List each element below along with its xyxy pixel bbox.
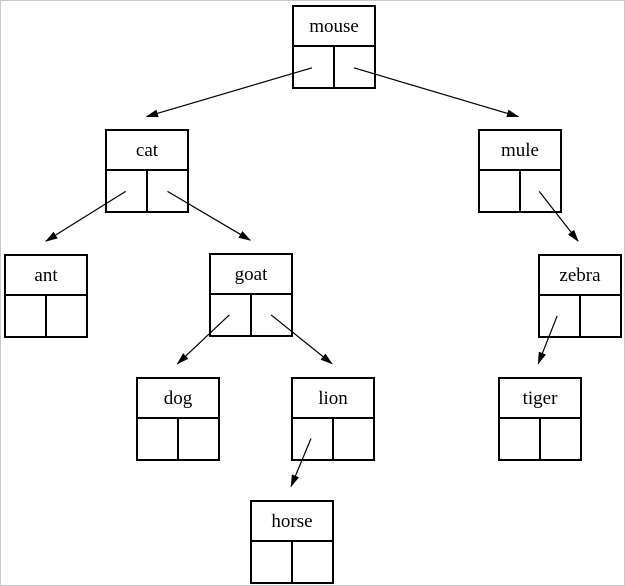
tree-node-ant: ant <box>4 254 88 338</box>
left-pointer-cell <box>540 296 581 336</box>
tree-node-tiger: tiger <box>498 377 582 461</box>
left-pointer-cell <box>252 542 293 582</box>
right-pointer-cell <box>252 295 291 335</box>
left-pointer-cell <box>500 419 541 459</box>
left-pointer-cell <box>480 171 521 211</box>
pointer-row <box>500 419 580 459</box>
node-label: lion <box>293 379 373 419</box>
node-label: ant <box>6 256 86 296</box>
right-pointer-cell <box>293 542 332 582</box>
pointer-row <box>211 295 291 335</box>
pointer-row <box>138 419 218 459</box>
left-pointer-cell <box>6 296 47 336</box>
left-pointer-cell <box>138 419 179 459</box>
tree-node-horse: horse <box>250 500 334 584</box>
node-label: goat <box>211 255 291 295</box>
tree-node-cat: cat <box>105 129 189 213</box>
pointer-row <box>293 419 373 459</box>
right-pointer-cell <box>179 419 218 459</box>
right-pointer-cell <box>335 47 374 87</box>
pointer-row <box>107 171 187 211</box>
right-pointer-cell <box>581 296 620 336</box>
tree-node-mule: mule <box>478 129 562 213</box>
node-label: horse <box>252 502 332 542</box>
pointer-row <box>540 296 620 336</box>
left-pointer-cell <box>107 171 148 211</box>
node-label: dog <box>138 379 218 419</box>
tree-node-dog: dog <box>136 377 220 461</box>
edge-mouse-cat <box>145 67 313 118</box>
left-pointer-cell <box>293 419 334 459</box>
node-label: cat <box>107 131 187 171</box>
right-pointer-cell <box>47 296 86 336</box>
right-pointer-cell <box>521 171 560 211</box>
right-pointer-cell <box>541 419 580 459</box>
left-pointer-cell <box>294 47 335 87</box>
tree-node-goat: goat <box>209 253 293 337</box>
pointer-row <box>252 542 332 582</box>
edge-mouse-mule <box>353 67 520 118</box>
pointer-row <box>294 47 374 87</box>
tree-node-lion: lion <box>291 377 375 461</box>
tree-node-zebra: zebra <box>538 254 622 338</box>
right-pointer-cell <box>334 419 373 459</box>
tree-node-mouse: mouse <box>292 5 376 89</box>
right-pointer-cell <box>148 171 187 211</box>
node-label: mouse <box>294 7 374 47</box>
pointer-row <box>480 171 560 211</box>
node-label: zebra <box>540 256 620 296</box>
node-label: tiger <box>500 379 580 419</box>
node-label: mule <box>480 131 560 171</box>
left-pointer-cell <box>211 295 252 335</box>
pointer-row <box>6 296 86 336</box>
